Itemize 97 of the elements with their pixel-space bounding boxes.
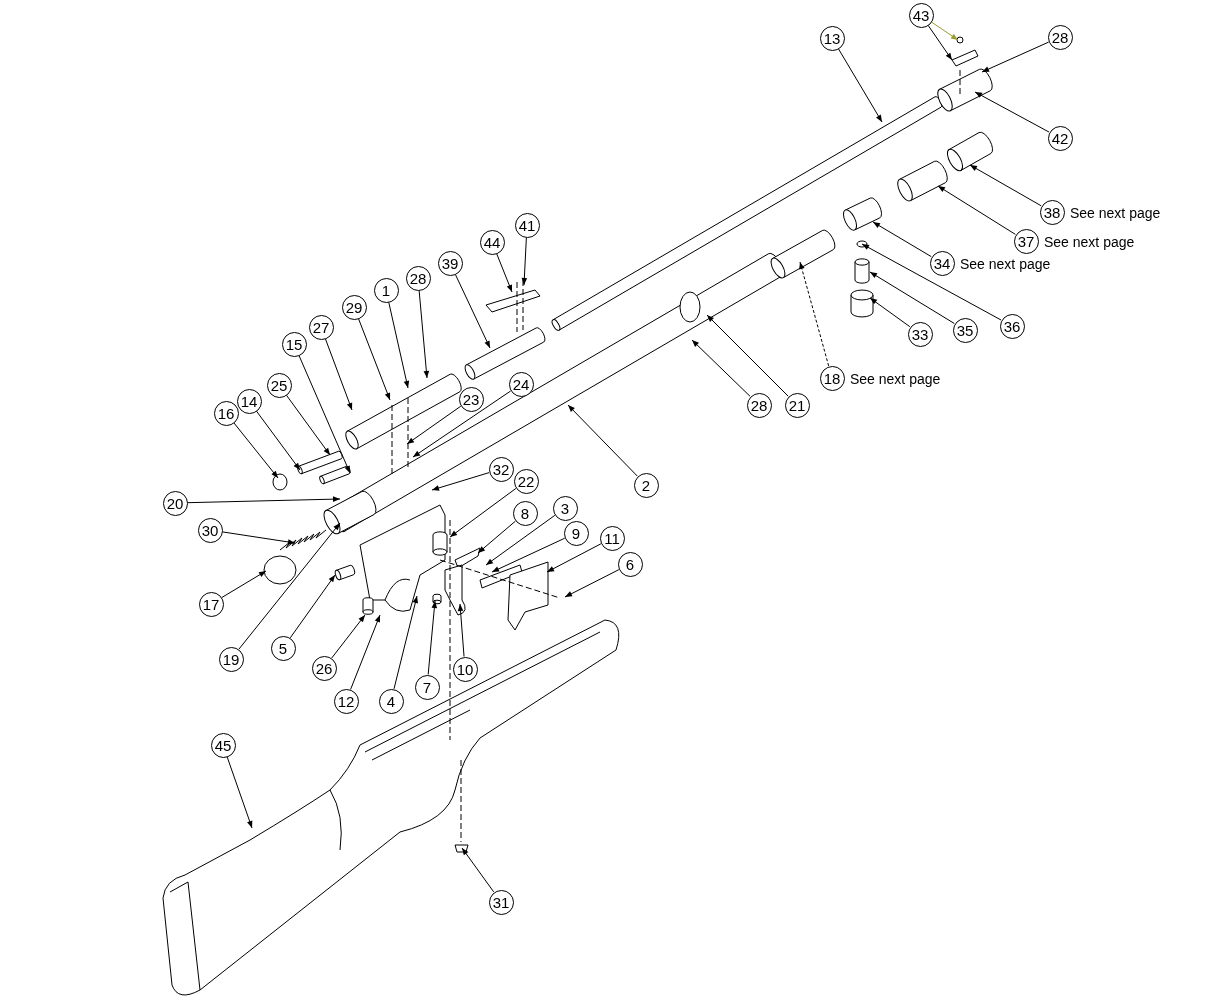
callout-number: 19 <box>218 646 244 672</box>
callout-number: 30 <box>197 517 223 543</box>
callout-number: 12 <box>333 688 359 714</box>
callout-number: 45 <box>210 732 236 758</box>
leader-line <box>837 48 883 123</box>
callout-number: 4 <box>378 688 404 714</box>
note-text: See next page <box>850 372 941 388</box>
leader-line <box>930 21 959 41</box>
leader-line <box>567 404 638 477</box>
note-text: See next page <box>960 257 1051 273</box>
callout-number: 28 <box>746 392 772 418</box>
leader-line <box>324 338 353 411</box>
callout-number: 43 <box>908 2 934 28</box>
callout-number: 27 <box>308 314 334 340</box>
leader-line <box>546 543 602 573</box>
callout-number: 3 <box>552 495 578 521</box>
callout-number: 44 <box>479 229 505 255</box>
leader-line <box>461 847 495 893</box>
callout-number: 9 <box>563 520 589 546</box>
leader-line <box>454 273 491 349</box>
leader-line <box>691 339 751 397</box>
leader-line <box>457 603 465 658</box>
leader-line <box>485 514 556 566</box>
leader-line <box>449 487 517 538</box>
callout-number: 32 <box>488 456 514 482</box>
leader-line <box>706 314 789 397</box>
leader-line <box>285 394 331 456</box>
leader-line <box>799 261 830 367</box>
callout-number: 15 <box>281 331 307 357</box>
callout-number: 23 <box>458 386 484 412</box>
callout-number: 17 <box>198 591 224 617</box>
callout-number: 33 <box>907 321 933 347</box>
callout-number: 22 <box>513 468 539 494</box>
callout-number: 7 <box>414 674 440 700</box>
callout-number: 42 <box>1047 125 1073 151</box>
leader-line <box>418 289 430 379</box>
callout-number: 2 <box>633 472 659 498</box>
callout-number: 6 <box>617 551 643 577</box>
leader-line <box>238 522 341 650</box>
leader-line <box>477 520 516 554</box>
callout-number: 29 <box>341 294 367 320</box>
leader-line <box>221 570 267 599</box>
callout-number: 24 <box>508 371 534 397</box>
leader-line <box>872 221 932 258</box>
leader-line <box>937 185 1016 235</box>
leader-line <box>981 41 1050 73</box>
leader-line <box>221 531 296 545</box>
callout-number: 8 <box>512 500 538 526</box>
callout-number: 26 <box>311 655 337 681</box>
callout-number: 1 <box>373 277 399 303</box>
leader-line <box>226 756 253 829</box>
callout-number: 28 <box>1047 24 1073 50</box>
leader-line <box>187 496 341 504</box>
leader-line <box>388 301 410 389</box>
leader-line <box>969 164 1042 207</box>
leader-line <box>869 271 955 324</box>
leader-line <box>427 600 438 676</box>
leader-line <box>406 405 462 445</box>
leader-line <box>564 569 620 598</box>
leader-line <box>350 614 381 690</box>
callout-number: 36 <box>999 313 1025 339</box>
leader-line <box>491 537 566 573</box>
callout-number: 31 <box>488 889 514 915</box>
callout-number: 20 <box>162 490 188 516</box>
callout-number: 25 <box>266 372 292 398</box>
leader-line <box>412 390 512 458</box>
leader-line <box>289 574 336 639</box>
leader-line <box>861 243 1002 321</box>
callout-number: 11 <box>599 525 625 551</box>
leader-line <box>331 614 366 659</box>
leader-line <box>974 91 1050 133</box>
callout-number: 35 <box>952 317 978 343</box>
callout-number: 16 <box>213 400 239 426</box>
leader-line <box>431 472 490 491</box>
leader-line <box>358 318 391 401</box>
leader-line <box>255 410 301 471</box>
leader-line <box>496 253 513 293</box>
leader-line <box>298 354 351 474</box>
leader-line <box>927 24 953 61</box>
callout-number: 21 <box>784 392 810 418</box>
leader-line <box>393 595 419 690</box>
leader-line <box>869 297 911 328</box>
callout-number: 14 <box>236 388 262 414</box>
note-text: See next page <box>1070 206 1161 222</box>
callout-number: 18 <box>819 365 845 391</box>
callout-number: 13 <box>819 25 845 51</box>
callout-number: 39 <box>437 250 463 276</box>
callout-number: 28 <box>405 265 431 291</box>
leader-line <box>233 422 279 479</box>
callout-number: 5 <box>270 635 296 661</box>
callout-number: 38 <box>1039 199 1065 225</box>
callout-number: 37 <box>1013 228 1039 254</box>
note-text: See next page <box>1044 235 1135 251</box>
callout-number: 41 <box>514 212 540 238</box>
callout-number: 10 <box>452 656 478 682</box>
leader-line <box>521 237 528 286</box>
callout-number: 34 <box>929 250 955 276</box>
